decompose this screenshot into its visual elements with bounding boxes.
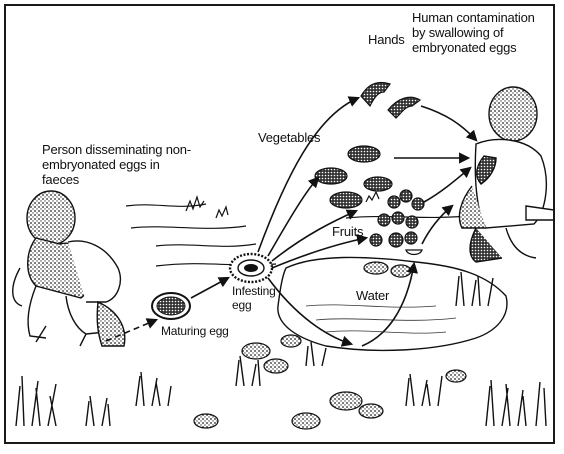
arrow-fruits-to-human <box>424 168 470 202</box>
label-infesting-egg: Infesting egg <box>232 284 276 312</box>
label-water: Water <box>356 288 389 303</box>
arrow-cup-to-human <box>422 206 452 244</box>
label-maturing-egg: Maturing egg <box>161 324 229 338</box>
label-human-contamination: Human contamination by swallowing of emb… <box>412 10 552 55</box>
human-contamination-illustration <box>459 87 554 262</box>
arrow-hands-to-mouth <box>421 106 476 140</box>
infesting-egg-illustration <box>230 254 272 282</box>
label-fruits: Fruits <box>332 224 363 239</box>
arrow-maturing-to-infesting-egg <box>191 278 228 298</box>
hands-illustration <box>361 83 420 119</box>
diagram-frame: Hands Human contamination by swallowing … <box>4 4 555 444</box>
arrow-egg-to-vegetables <box>268 178 318 256</box>
label-person-disseminating: Person disseminating non- embryonated eg… <box>42 142 222 187</box>
label-vegetables: Vegetables <box>258 130 320 145</box>
diagram-illustration <box>6 6 555 444</box>
fruits-illustration <box>370 190 424 255</box>
person-disseminating-illustration <box>13 191 125 346</box>
vegetables-illustration <box>315 146 392 208</box>
maturing-egg-illustration <box>152 293 190 319</box>
label-hands: Hands <box>368 32 405 47</box>
